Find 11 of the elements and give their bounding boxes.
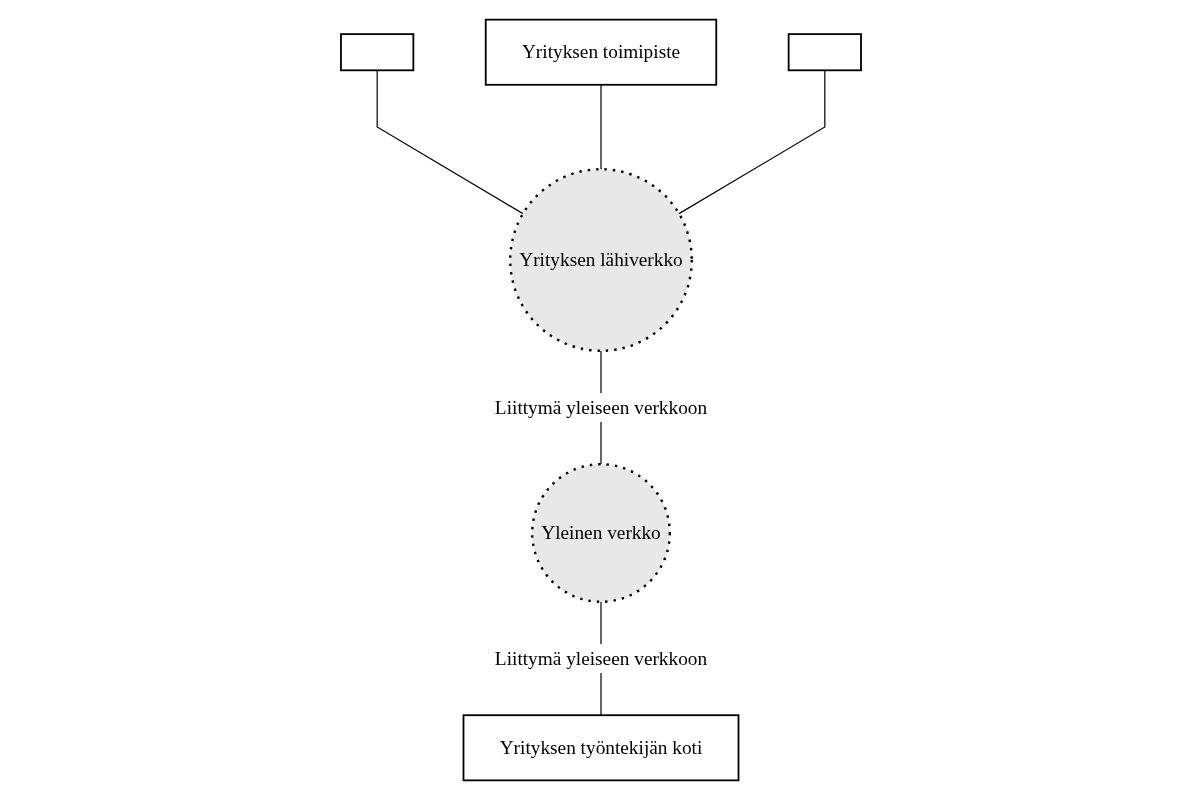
node-box: Yrityksen toimipiste [484, 18, 718, 86]
node-box [340, 33, 415, 72]
node-circle: Yrityksen lähiverkko [509, 168, 693, 353]
connector [600, 84, 602, 170]
node-box [787, 33, 862, 72]
edge-label: Liittymä yleiseen verkkoon [494, 396, 708, 418]
connector [376, 69, 524, 215]
connector [678, 69, 826, 215]
node-box: Yrityksen työntekijän koti [462, 714, 740, 782]
node-circle: Yleinen verkko [531, 463, 671, 604]
edge-label: Liittymä yleiseen verkkoon [494, 647, 708, 669]
